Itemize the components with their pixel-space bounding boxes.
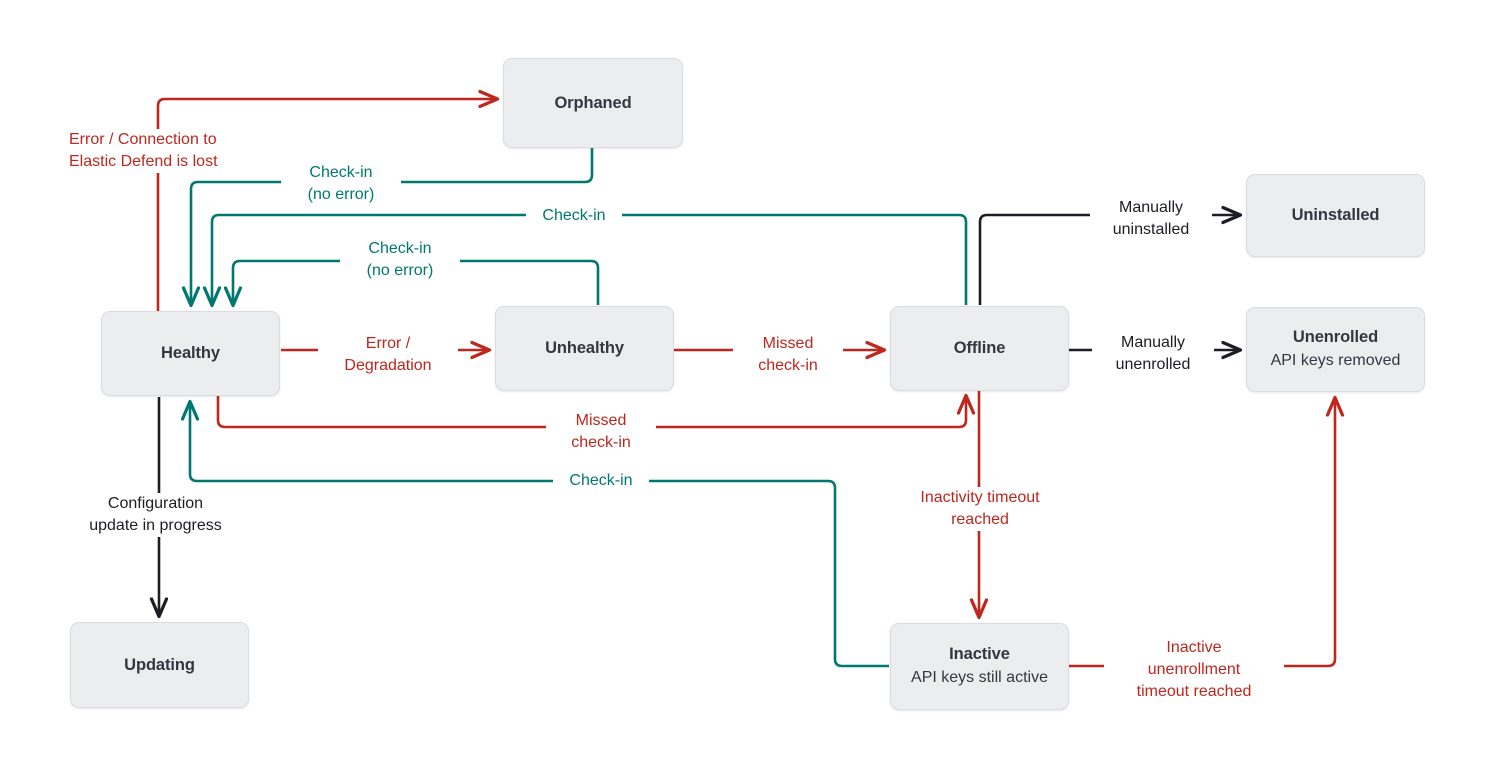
edge-label-checkin-no-error-top: Check-in (no error) (281, 162, 401, 206)
edge-offline-to-uninstalled (978, 215, 1240, 305)
node-offline[interactable]: Offline (890, 306, 1069, 391)
node-updating-title: Updating (124, 655, 195, 674)
node-unenrolled[interactable]: Unenrolled API keys removed (1246, 307, 1425, 392)
node-unenrolled-title: Unenrolled (1292, 328, 1379, 347)
node-inactive[interactable]: Inactive API keys still active (890, 623, 1069, 710)
node-uninstalled[interactable]: Uninstalled (1246, 174, 1425, 257)
edge-inactive-to-healthy (190, 402, 889, 668)
node-updating[interactable]: Updating (70, 622, 249, 708)
edge-label-configuration-update: Configuration update in progress (63, 493, 248, 537)
edge-label-inactivity-timeout: Inactivity timeout reached (890, 487, 1070, 531)
node-orphaned[interactable]: Orphaned (503, 58, 683, 148)
edge-label-checkin-offline: Check-in (526, 205, 622, 227)
edge-label-checkin-inactive: Check-in (553, 470, 649, 492)
node-unhealthy-title: Unhealthy (545, 339, 624, 358)
node-inactive-subtitle: API keys still active (911, 668, 1048, 686)
edge-label-missed-checkin-unhealthy: Missed check-in (733, 333, 843, 377)
node-uninstalled-title: Uninstalled (1291, 206, 1380, 225)
edge-healthy-to-orphaned (156, 99, 497, 311)
edge-label-checkin-no-error-mid: Check-in (no error) (340, 238, 460, 282)
node-unenrolled-subtitle: API keys removed (1270, 351, 1401, 369)
edge-label-error-connection-lost: Error / Connection to Elastic Defend is … (63, 129, 263, 173)
node-healthy[interactable]: Healthy (101, 311, 280, 396)
node-orphaned-title: Orphaned (554, 93, 632, 112)
edge-label-error-degradation: Error / Degradation (318, 333, 458, 377)
edge-inactive-to-unenrolled (1069, 398, 1335, 668)
node-unhealthy[interactable]: Unhealthy (495, 306, 674, 391)
node-offline-title: Offline (953, 339, 1006, 358)
edge-label-manually-uninstalled: Manually uninstalled (1090, 197, 1212, 241)
node-healthy-title: Healthy (161, 344, 220, 363)
node-inactive-title: Inactive (949, 645, 1010, 664)
edge-label-manually-unenrolled: Manually unenrolled (1092, 332, 1214, 376)
edge-label-inactive-unenrollment: Inactive unenrollment timeout reached (1104, 637, 1284, 703)
edge-label-missed-checkin-healthy: Missed check-in (546, 410, 656, 454)
